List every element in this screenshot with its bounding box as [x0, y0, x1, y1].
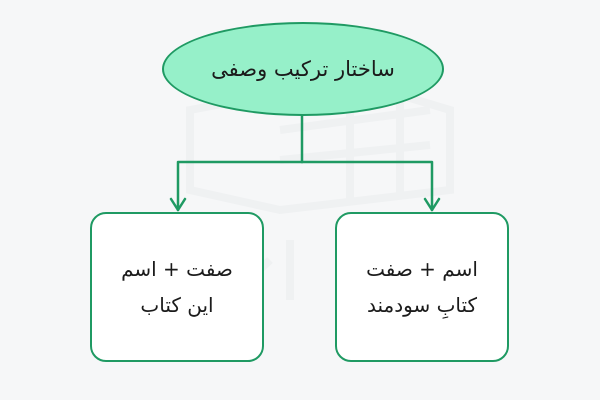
connector-branch-right: [300, 160, 434, 212]
child-node-left-example: این کتاب: [140, 293, 214, 317]
child-node-left-formula: صفت + اسم: [121, 257, 233, 281]
child-node-right: اسم + صفت کتابِ سودمند: [335, 212, 509, 362]
root-node-label: ساختار ترکیب وصفی: [211, 57, 395, 81]
arrowhead-right: [423, 197, 441, 212]
child-node-right-example: کتابِ سودمند: [366, 293, 478, 317]
arrowhead-left: [169, 197, 187, 212]
child-node-left: صفت + اسم این کتاب: [90, 212, 264, 362]
child-node-right-formula: اسم + صفت: [366, 257, 478, 281]
connector-branch-left: [176, 160, 304, 212]
root-node: ساختار ترکیب وصفی: [162, 22, 444, 116]
